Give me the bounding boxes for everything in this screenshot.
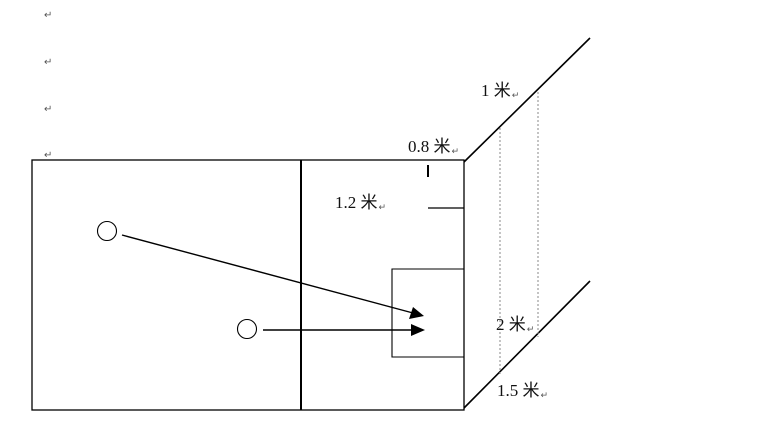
goal-box [391,268,464,358]
arrow-line-1 [121,234,414,314]
label-1m: 1 米↵ [481,76,519,101]
paragraph-mark: ↵ [526,325,535,335]
ball-1 [96,220,118,242]
paragraph-mark: ↵ [44,104,53,115]
arrow-head-2 [411,324,425,336]
label-2m: 2 米↵ [496,310,534,335]
court-outline [31,159,465,411]
label-15m: 1.5 米↵ [497,376,548,401]
label-08m-text: 0.8 米 [408,137,451,156]
paragraph-mark: ↵ [44,10,53,21]
label-1m-text: 1 米 [481,81,511,100]
paragraph-mark: ↵ [44,150,53,161]
paragraph-mark: ↵ [511,91,520,101]
label-12m: 1.2 米↵ [335,188,386,213]
label-15m-text: 1.5 米 [497,381,540,400]
label-2m-text: 2 米 [496,315,526,334]
ball-2 [236,318,258,340]
label-12m-text: 1.2 米 [335,193,378,212]
paragraph-mark: ↵ [540,391,549,401]
label-08m: 0.8 米↵ [408,132,459,157]
paragraph-mark: ↵ [44,57,53,68]
arrow-head-1 [409,307,424,319]
top-diagonal [463,37,591,163]
paragraph-mark: ↵ [378,203,387,213]
bottom-diagonal [463,280,591,409]
paragraph-mark: ↵ [451,147,460,157]
